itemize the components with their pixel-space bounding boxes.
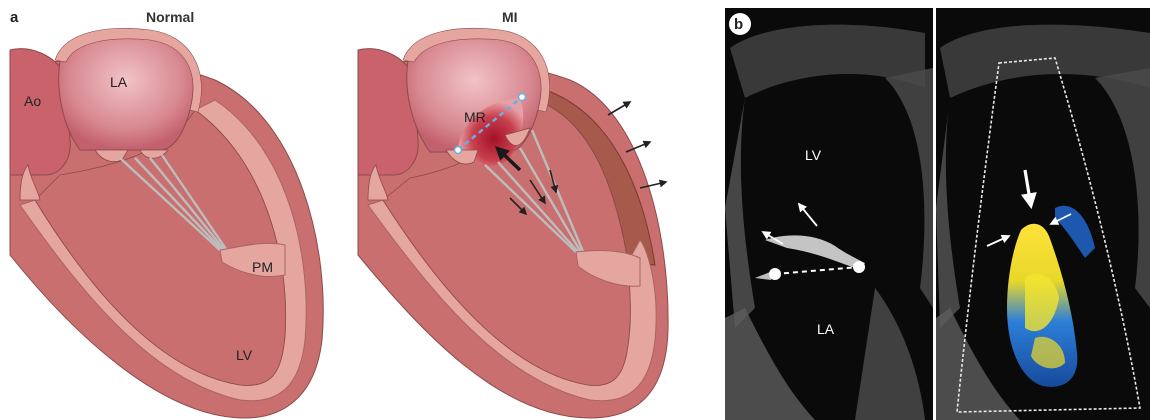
label-la-normal: LA	[110, 74, 128, 90]
panel-b-echo-images: LV LA b	[725, 8, 1150, 420]
label-mr: MR	[464, 109, 486, 125]
echo-divider	[933, 8, 936, 420]
echo-label-lv: LV	[805, 147, 822, 163]
normal-heart: Ao LA PM LV	[10, 28, 323, 418]
normal-title: Normal	[146, 9, 194, 25]
echo-left-frame: LV LA	[725, 8, 933, 420]
mi-heart: MR	[358, 28, 668, 418]
normal-left-atrium	[59, 33, 193, 150]
label-pm: PM	[252, 259, 273, 275]
echo-label-la: LA	[817, 321, 835, 337]
label-ao: Ao	[24, 93, 41, 109]
panel-a-heart-diagrams: a Normal MI	[0, 0, 700, 420]
echo-annulus-point-right	[853, 261, 865, 273]
panel-b-letter: b	[734, 16, 743, 33]
panel-a-letter: a	[10, 9, 19, 26]
echo-right-frame	[936, 8, 1150, 420]
echo-annulus-point-left	[769, 268, 781, 280]
mi-annulus-point-left	[455, 147, 462, 154]
mi-title: MI	[502, 9, 518, 25]
label-lv-normal: LV	[236, 347, 253, 363]
mi-annulus-point-right	[519, 94, 526, 101]
